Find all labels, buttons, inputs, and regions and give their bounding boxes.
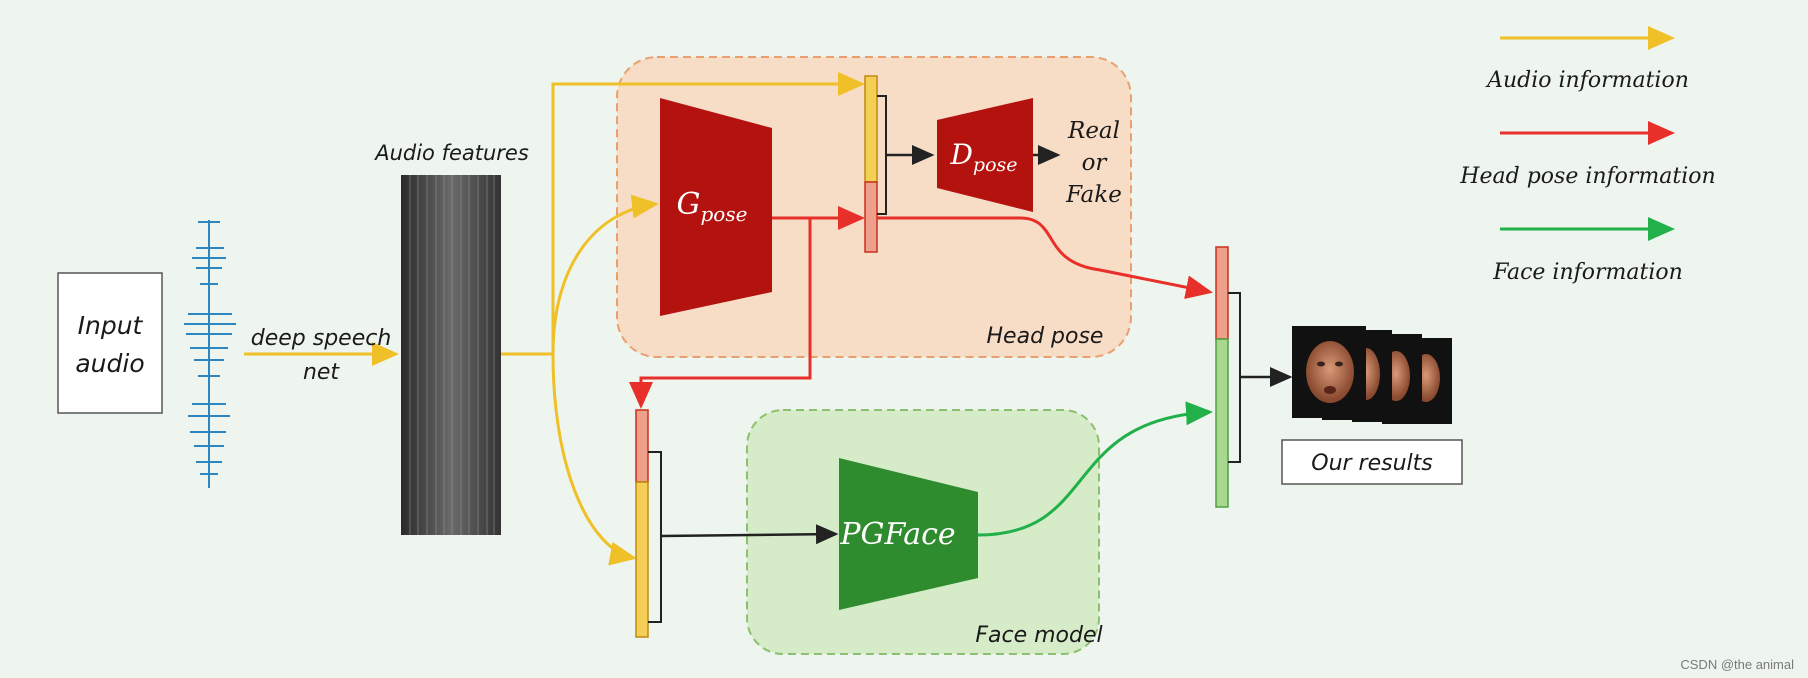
- face-concat-audio-bar: [635, 481, 649, 638]
- g-pose-label: Gpose: [677, 187, 748, 226]
- face-concat-pose-bar: [635, 409, 649, 483]
- legend-face-label: Face information: [1492, 260, 1683, 285]
- audio-features-spectrogram: [401, 175, 501, 535]
- g-pose-generator: [660, 98, 772, 316]
- waveform-icon: [184, 220, 236, 488]
- legend-pose-label: Head pose information: [1459, 164, 1715, 189]
- face-bracket: [648, 451, 662, 623]
- head-pose-region-label: Head pose: [987, 324, 1104, 349]
- bracket-to-pgface-arrow: [660, 524, 839, 545]
- or-label: or: [1082, 150, 1109, 176]
- disc-concat-audio-bar: [864, 75, 878, 183]
- audio-to-face-bar: [551, 353, 637, 566]
- input-audio-label-line2: audio: [75, 349, 144, 378]
- face-model-region-label: Face model: [975, 623, 1102, 648]
- disc-concat-pose-bar: [864, 181, 878, 253]
- input-audio-label-line1: Input: [78, 311, 144, 340]
- output-concat-face-bar: [1215, 338, 1229, 508]
- pgface-to-output-bar: [977, 401, 1213, 537]
- fake-label: Fake: [1065, 182, 1122, 208]
- deep-speech-label-line2: net: [303, 360, 340, 385]
- d-pose-discriminator: [937, 98, 1033, 212]
- deep-speech-label-line1: deep speech: [251, 326, 392, 351]
- real-label: Real: [1067, 118, 1120, 144]
- audio-to-g-pose: [551, 194, 659, 355]
- spectrogram-texture: [409, 175, 495, 535]
- output-bracket: [1228, 292, 1241, 463]
- pose-to-output-bar: [877, 216, 1213, 300]
- result-face-frames: [1292, 326, 1452, 424]
- pgface-generator: [839, 458, 978, 610]
- audio-features-label: Audio features: [373, 141, 529, 165]
- output-concat-pose-bar: [1215, 246, 1229, 340]
- watermark-text: CSDN @the animal: [1680, 657, 1794, 672]
- legend: Audio information Head pose information …: [1459, 26, 1716, 285]
- our-results-box: [1281, 439, 1463, 485]
- g-pose-to-face-bar: [629, 218, 812, 409]
- audio-to-discriminator-bar: [551, 72, 865, 354]
- legend-audio-label: Audio information: [1485, 68, 1689, 93]
- pgface-label: PGFace: [839, 517, 955, 552]
- input-audio-box: [57, 272, 163, 414]
- our-results-label: Our results: [1311, 451, 1432, 476]
- d-pose-label: Dpose: [949, 138, 1017, 176]
